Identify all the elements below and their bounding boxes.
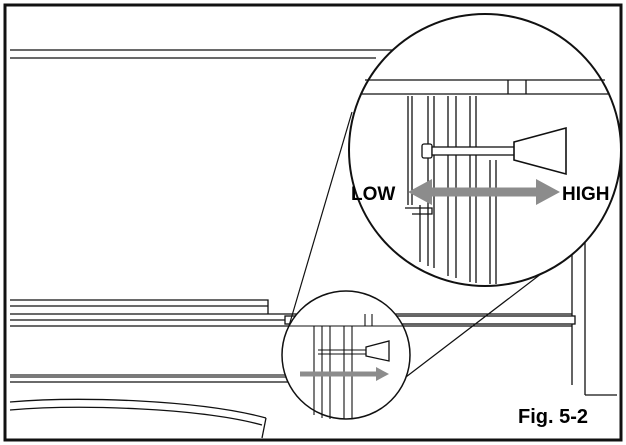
small-arrow-icon xyxy=(300,367,389,381)
detail-circle xyxy=(281,290,411,420)
low-label: LOW xyxy=(351,184,395,205)
bottom-tray xyxy=(9,398,267,439)
knob-icon xyxy=(513,126,567,176)
magnified-view xyxy=(348,13,622,287)
double-headed-arrow-icon xyxy=(408,179,560,205)
figure-label: Fig. 5-2 xyxy=(518,406,588,428)
high-label: HIGH xyxy=(562,184,610,205)
small-knob-icon xyxy=(365,340,390,362)
adjustment-rod xyxy=(10,374,318,383)
